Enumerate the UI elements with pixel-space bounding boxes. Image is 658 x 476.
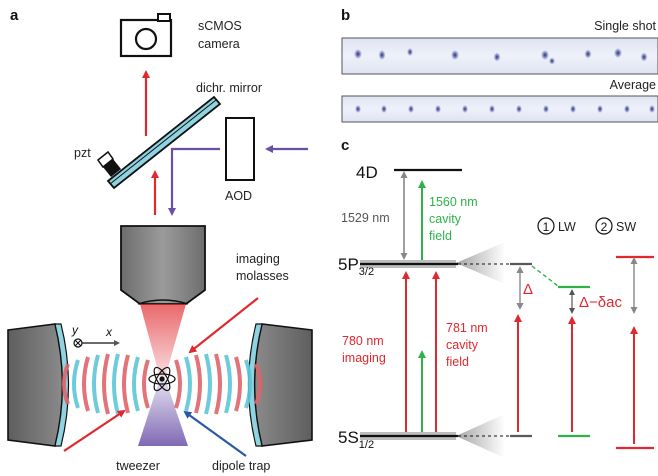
sw-number-circle: [595, 217, 613, 235]
camera-label-line2: camera: [198, 37, 240, 51]
lw-label: LW: [558, 220, 576, 234]
molasses-beam-lower: [63, 409, 126, 452]
sw-label: SW: [616, 220, 636, 234]
label-1560-line3: field: [429, 229, 452, 243]
coordinate-axes: [73, 338, 120, 348]
label-1560-line2: cavity: [429, 212, 462, 226]
average-atoms: [355, 105, 655, 113]
panel-b: Single shot Average: [341, 19, 658, 123]
label-1529: 1529 nm: [341, 211, 390, 225]
label-780-line2: imaging: [342, 351, 386, 365]
cavity-mirror-right: [247, 323, 313, 447]
level-5s-main: 5S: [338, 428, 359, 447]
panel-c: 4D 5P3/2 5S1/2 1529 nm 1560 nm cavity fi…: [338, 163, 654, 458]
label-781-line1: 781 nm: [446, 321, 488, 335]
label-781-line2: cavity: [446, 338, 479, 352]
molasses-label-line2: molasses: [236, 269, 289, 283]
level-5s-label: 5S1/2: [338, 428, 374, 451]
label-1560-line1: 1560 nm: [429, 195, 478, 209]
label-781-line3: field: [446, 355, 469, 369]
aod-box: [225, 117, 255, 181]
label-780-line1: 780 nm: [342, 334, 384, 348]
sw-number: 2: [601, 220, 608, 234]
level-5p-main: 5P: [338, 255, 359, 274]
panel-a: sCMOS camera dichr. mirror pzt AOD: [7, 13, 313, 473]
panel-label-c: c: [341, 137, 349, 154]
atom-icon: [148, 366, 176, 392]
axis-y-label: y: [71, 323, 79, 337]
level-5s-broadening: [456, 414, 505, 458]
axis-x-label: x: [105, 325, 113, 339]
mirror-label: dichr. mirror: [196, 81, 262, 95]
pzt-actuator: [96, 150, 121, 177]
camera-icon: [119, 13, 173, 58]
lw-shift-dashed: [531, 265, 559, 287]
camera-label-line1: sCMOS: [198, 19, 242, 33]
pzt-label: pzt: [74, 146, 91, 160]
cavity-mirror-left: [7, 323, 70, 447]
objective-lens: [120, 225, 206, 305]
panel-label-a: a: [10, 7, 19, 24]
panel-label-b: b: [341, 7, 350, 24]
level-5s-sub: 1/2: [359, 439, 374, 451]
dichroic-mirror: [106, 95, 222, 190]
level-5p-sub: 3/2: [359, 266, 374, 278]
dipole-trap-label: dipole trap: [212, 459, 270, 473]
lw-number-circle: [537, 217, 555, 235]
delta-ac-label: Δ−δac: [579, 294, 622, 311]
tweezer-label: tweezer: [116, 459, 160, 473]
level-5p-label: 5P3/2: [338, 255, 374, 278]
tweezer-beam-cone: [138, 378, 188, 446]
imaging-beam-cone: [140, 304, 186, 378]
beam-purple-down: [168, 147, 220, 216]
single-shot-label: Single shot: [594, 19, 656, 33]
average-strip: [341, 95, 658, 123]
average-label: Average: [610, 78, 656, 92]
molasses-label-line1: imaging: [236, 252, 280, 266]
molasses-beam: [188, 297, 259, 354]
level-5p-broadening: [456, 242, 505, 284]
aod-label: AOD: [225, 189, 252, 203]
dipole-trap-beam: [183, 410, 247, 457]
cavity-standing-wave: [62, 353, 262, 415]
lw-number: 1: [543, 220, 550, 234]
delta-label: Δ: [523, 281, 533, 298]
single-shot-atoms: [354, 48, 648, 65]
level-4d-label: 4D: [356, 163, 378, 182]
